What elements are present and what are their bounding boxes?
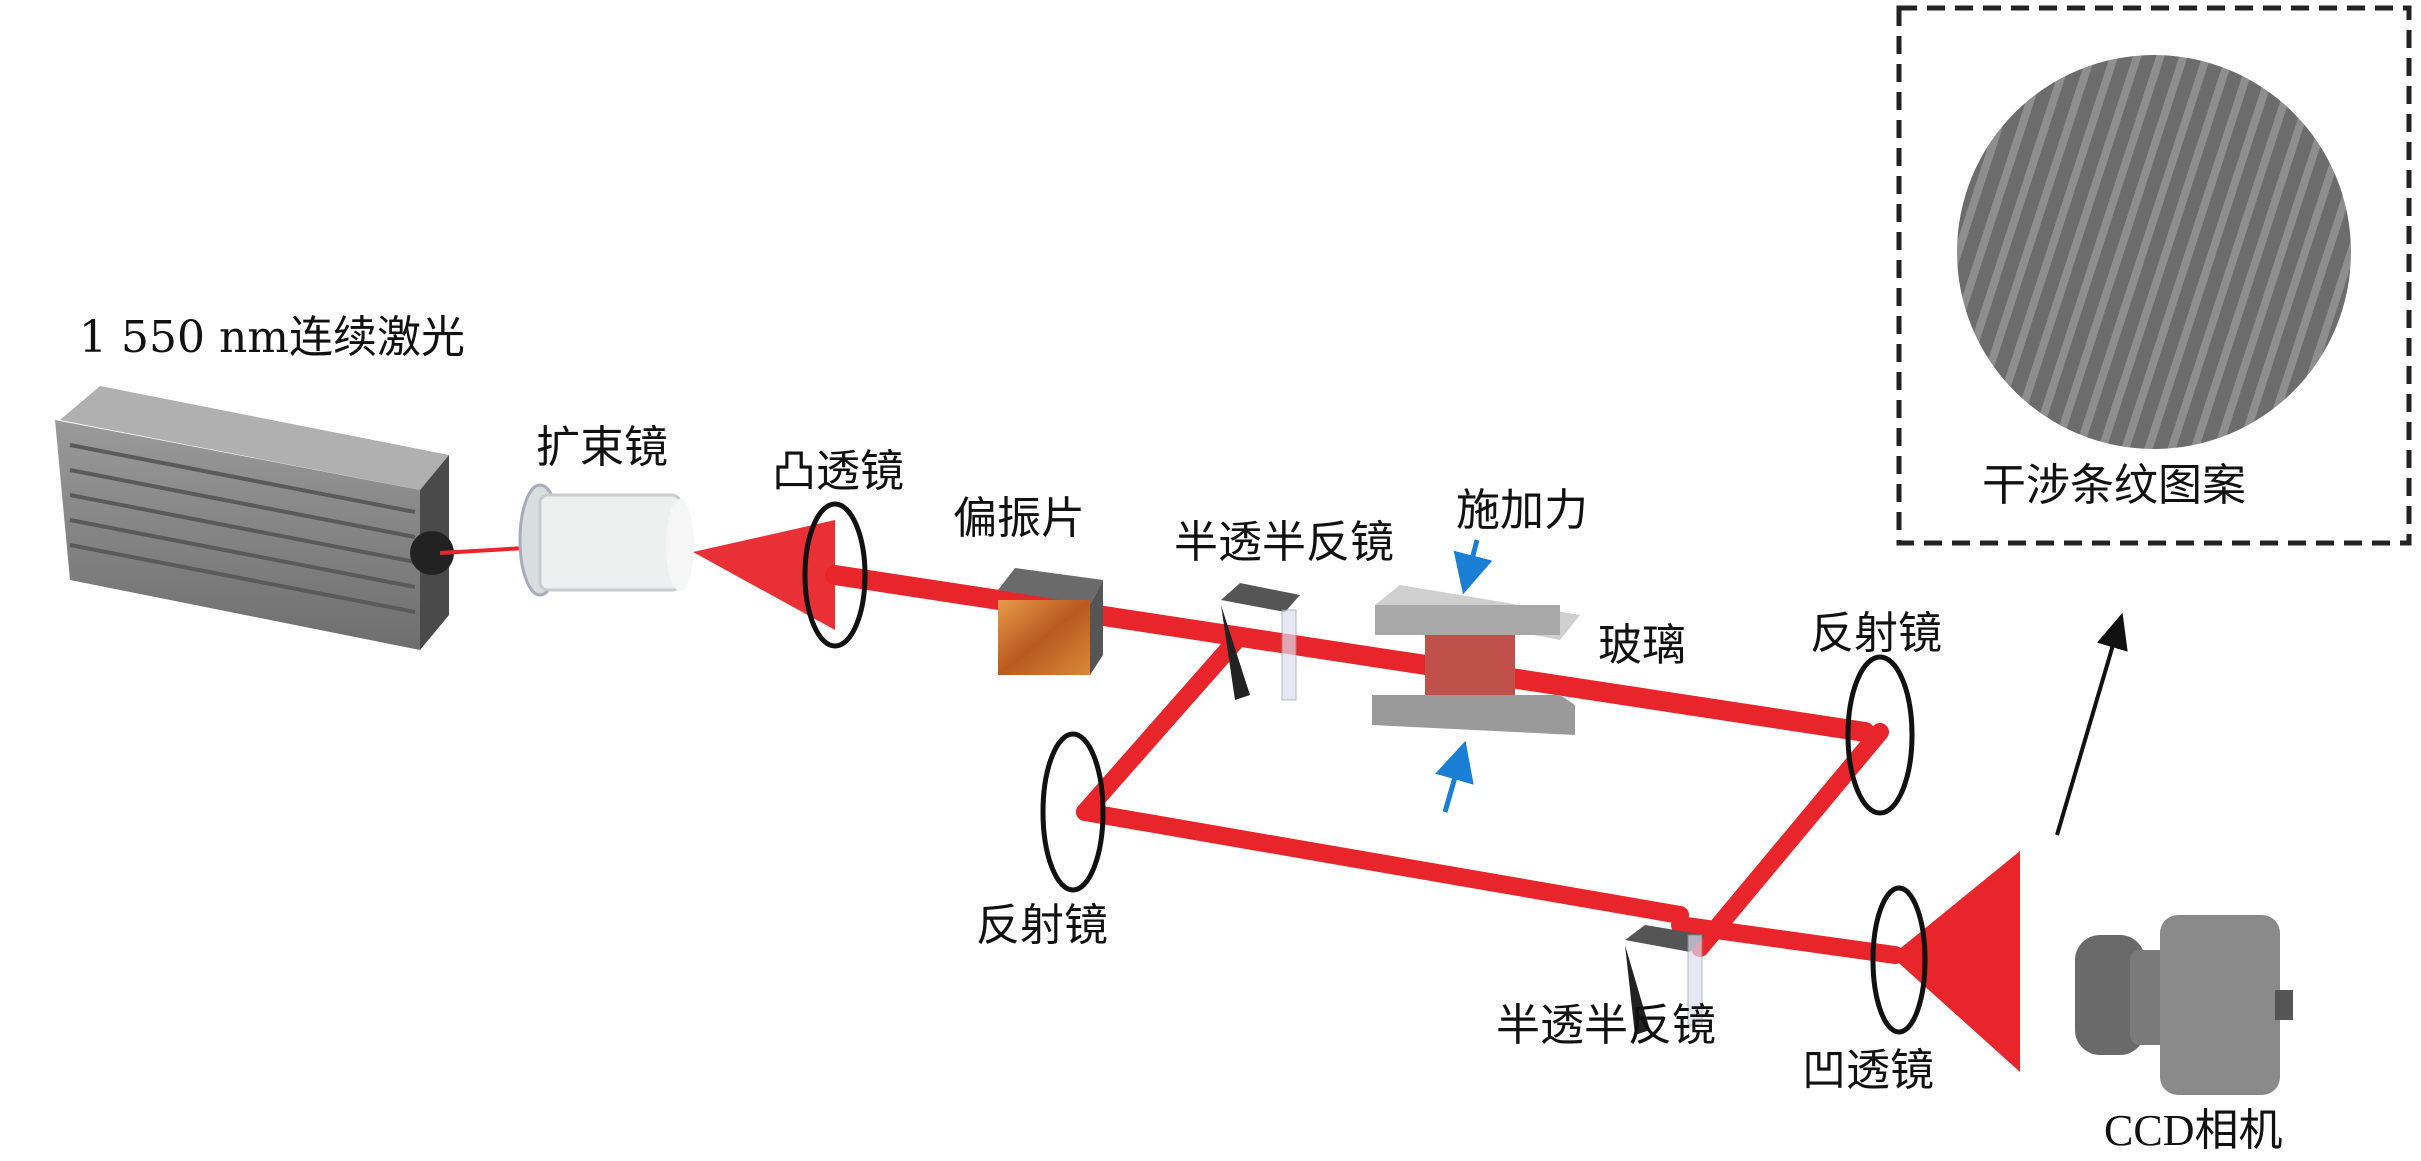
ccd-camera-label: CCD相机 [2104,1106,2282,1155]
laser-source [55,386,454,650]
glass-label: 玻璃 [1598,620,1686,671]
interference-pattern-box [1896,5,2412,546]
beam-expander [518,483,694,597]
interference-fringe-image [1957,55,2351,449]
concave-lens-label: 凹透镜 [1802,1045,1934,1096]
ccd-camera [2075,915,2293,1095]
laser-beam-thin [439,546,526,555]
output-arrow [2055,612,2128,836]
mirror-left-label: 反射镜 [976,900,1108,951]
mirror-right [1845,654,1915,816]
mirror-right-label: 反射镜 [1810,608,1942,659]
beam-expander-label: 扩束镜 [536,422,668,473]
glass-sample [1372,585,1580,735]
beam-splitter-1-label: 半透半反镜 [1174,517,1394,568]
beam-splitter-2 [1625,925,1705,1035]
convex-lens-label: 凸透镜 [772,446,904,497]
interference-pattern-label: 干涉条纹图案 [1982,460,2246,511]
beam-splitter-1 [1221,583,1300,701]
force-arrow-bottom [1435,740,1474,813]
laser-beam-path [693,520,2020,1072]
convex-lens [802,501,868,649]
force-arrow-top [1453,539,1493,595]
laser-label: 1 550 nm连续激光 [79,312,465,363]
polarizer [998,568,1103,675]
applied-force-label: 施加力 [1456,485,1588,536]
concave-lens [1870,885,1928,1035]
polarizer-label: 偏振片 [953,493,1085,544]
beam-splitter-2-label: 半透半反镜 [1496,1000,1716,1051]
mirror-left [1040,731,1106,893]
